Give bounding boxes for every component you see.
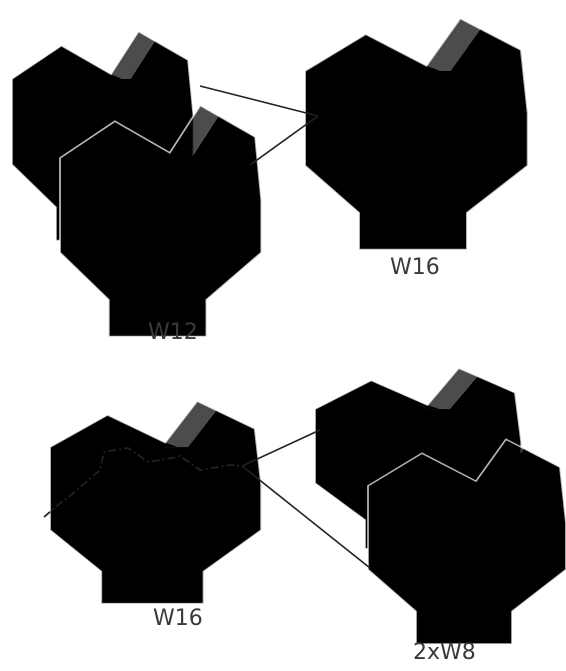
- connector-line-top-2: [249, 115, 319, 166]
- w16-top-red-block: [303, 17, 529, 251]
- connector-lines: [43, 85, 371, 569]
- connector-line-bottom-1: [241, 429, 321, 467]
- label-w12: W12: [148, 320, 198, 345]
- label-w16-top: W16: [390, 255, 440, 280]
- connector-line-top-1: [199, 85, 319, 117]
- label-2xw8: 2xW8: [413, 640, 476, 665]
- connector-line-bottom-2: [241, 465, 371, 569]
- split-line: [43, 447, 243, 518]
- w16-bottom-red-block: [49, 400, 263, 605]
- label-w16-bottom: W16: [153, 606, 203, 631]
